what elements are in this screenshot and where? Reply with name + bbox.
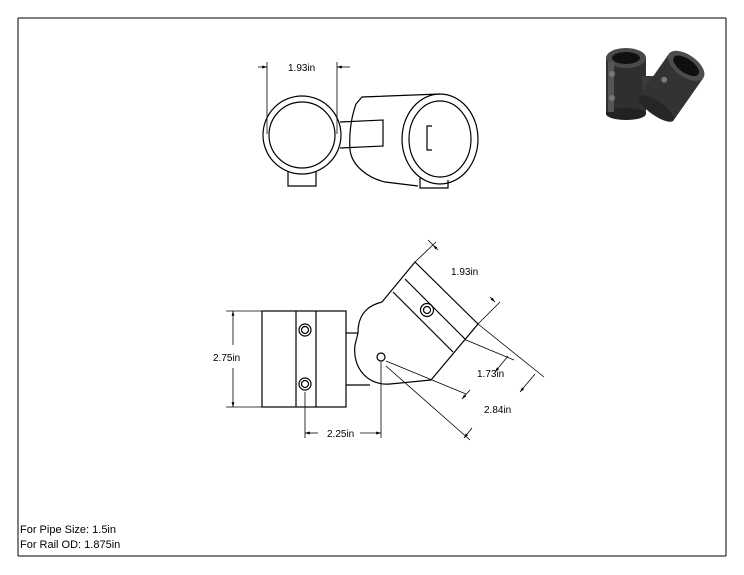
dim-offset: 2.25in — [327, 429, 354, 440]
iso-preview — [606, 48, 705, 122]
note-pipe-size: For Pipe Size: 1.5in — [20, 524, 116, 536]
top-view — [258, 62, 479, 189]
sheet-border — [17, 17, 727, 557]
dim-overall-length: 2.84in — [484, 405, 511, 416]
dim-mid-length: 1.73in — [477, 369, 504, 380]
dim-top-width: 1.93in — [288, 63, 315, 74]
note-rail-od: For Rail OD: 1.875in — [20, 539, 121, 551]
dim-angled-width: 1.93in — [451, 267, 478, 278]
side-view — [226, 239, 545, 441]
dim-height: 2.75in — [213, 353, 240, 364]
